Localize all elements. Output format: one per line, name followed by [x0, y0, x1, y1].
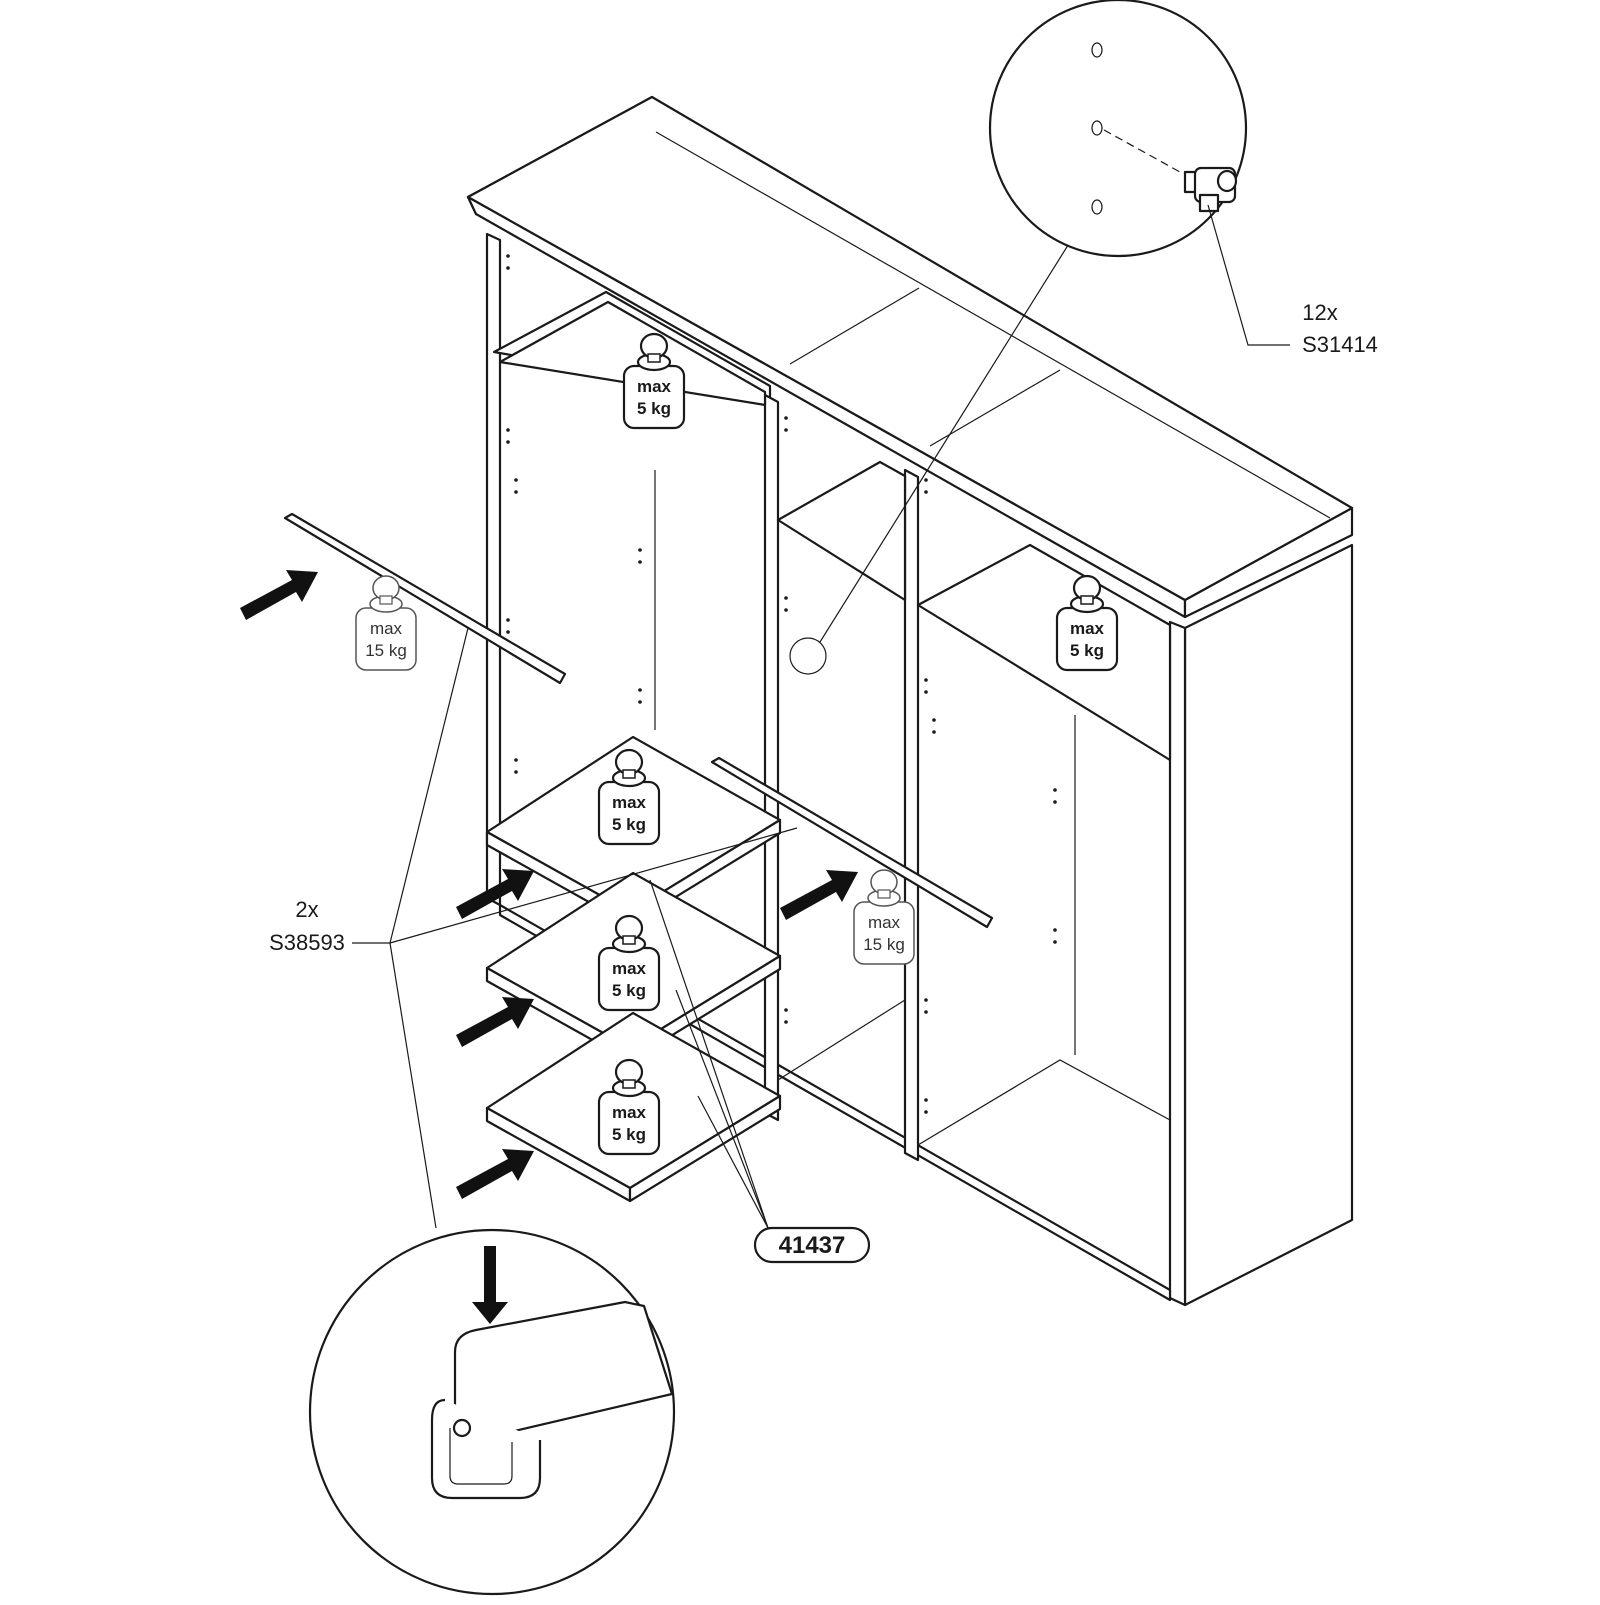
weight-shelf-lower-badge: max 5 kg	[597, 1058, 661, 1156]
shelf-part-callout: 41437	[649, 879, 871, 1264]
press-down-arrow-icon	[472, 1246, 508, 1324]
weight-shelf-lower-line1: max	[612, 1103, 647, 1122]
weight-rail-left-badge: max 15 kg	[355, 575, 417, 671]
weight-top-right-line1: max	[1070, 619, 1105, 638]
shelf-code-label: 41437	[779, 1232, 846, 1259]
weight-shelf-lower-line2: 5 kg	[612, 1125, 646, 1144]
shelf-support-pin-icon	[1183, 166, 1238, 213]
weight-shelf-upper-line1: max	[612, 793, 647, 812]
weight-shelf-middle-line1: max	[612, 959, 647, 978]
support-code-label: S31414	[1302, 332, 1378, 357]
weight-top-left-line2: 5 kg	[637, 399, 671, 418]
weight-shelf-middle-badge: max 5 kg	[597, 914, 661, 1012]
hanging-rail-left	[283, 512, 567, 685]
weight-rail-left-line2: 15 kg	[365, 641, 407, 660]
rail-holder-code-label: S38593	[269, 930, 345, 955]
detail-rail-holder	[308, 1228, 676, 1596]
drill-holes	[506, 254, 1057, 1114]
arrow-shelf-lower-icon	[456, 1149, 534, 1199]
rail-holder-qty-label: 2x	[295, 897, 318, 922]
arrow-shelf-middle-icon	[456, 997, 534, 1047]
arrow-rail-right-icon	[780, 870, 858, 920]
weight-shelf-middle-line2: 5 kg	[612, 981, 646, 1000]
detail-shelf-support: 12x S31414	[988, 0, 1378, 357]
weight-rail-right-badge: max 15 kg	[853, 869, 915, 965]
weight-top-left-line1: max	[637, 377, 672, 396]
detail-marker-support	[789, 637, 827, 675]
support-qty-label: 12x	[1302, 300, 1337, 325]
weight-rail-right-line1: max	[868, 913, 901, 932]
hanging-rail-right	[710, 756, 994, 929]
weight-top-right-badge: max 5 kg	[1055, 574, 1119, 672]
weight-shelf-upper-badge: max 5 kg	[597, 748, 661, 846]
leader-support-detail	[819, 241, 1071, 643]
weight-rail-left-line1: max	[370, 619, 403, 638]
weight-shelf-upper-line2: 5 kg	[612, 815, 646, 834]
rail-holder-callout: 2x S38593	[269, 627, 798, 1229]
weight-top-left-badge: max 5 kg	[622, 332, 686, 430]
weight-rail-right-line2: 15 kg	[863, 935, 905, 954]
arrow-rail-left-icon	[240, 570, 318, 620]
weight-top-right-line2: 5 kg	[1070, 641, 1104, 660]
